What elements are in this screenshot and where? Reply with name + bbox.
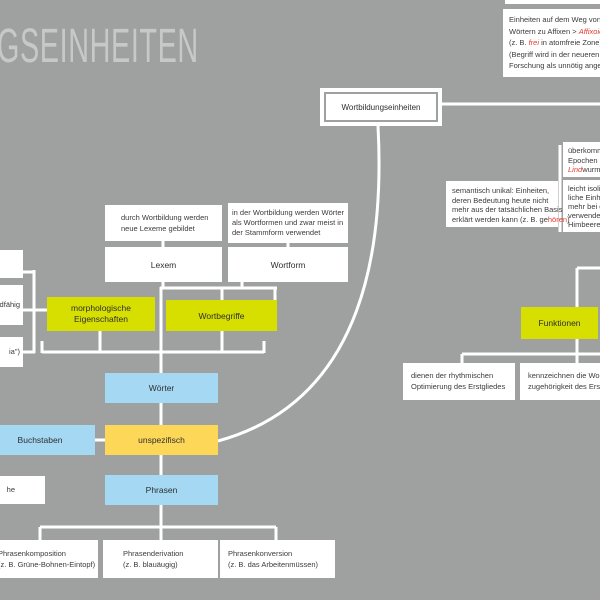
note-phrasenderivation[interactable]: Phrasenderivation (z. B. blauäugig) (103, 540, 218, 578)
node-wortbegriffe[interactable]: Wortbegriffe (166, 300, 277, 331)
note-line: mehr bei d (568, 202, 600, 211)
note-left-clipped-1 (0, 250, 23, 278)
node-wortbegriffe-label: Wortbegriffe (198, 310, 245, 321)
note-left-clipped-3: ia") (0, 337, 23, 367)
node-unspezifisch-label: unspezifisch (138, 435, 185, 445)
note-line: leicht isolie (568, 184, 600, 193)
note-line: mehr aus der tatsächlichen Basis (452, 205, 563, 214)
note-line: (z. B. blauäugig) (123, 560, 178, 569)
note-line: als Wortformen und zwar meist in (232, 218, 344, 227)
note-line: zugehörigkeit des Erstgli (528, 381, 600, 391)
note-line: der Stammform verwendet (232, 228, 321, 237)
note-semantisch-unikal[interactable]: semantisch unikal: Einheiten, deren Bede… (446, 181, 570, 227)
node-lexem[interactable]: Lexem (105, 247, 222, 282)
note-top-sliver (505, 0, 600, 4)
note-line: überkomm (568, 146, 600, 155)
note-line: durch Wortbildung werden (121, 213, 209, 222)
note-line: Phrasenkonversion (228, 549, 293, 558)
note-line: Phrasenkomposition (0, 549, 66, 558)
node-funktionen[interactable]: Funktionen (521, 307, 598, 339)
note-line: Einheiten auf dem Weg von (509, 15, 600, 24)
note-line: Lindwurm( (568, 165, 600, 174)
node-woerter-label: Wörter (148, 383, 175, 393)
node-unspezifisch[interactable]: unspezifisch (105, 425, 218, 455)
note-line: (z. B. Grüne-Bohnen-Eintopf) (0, 560, 96, 569)
note-line: semantisch unikal: Einheiten, (452, 186, 550, 195)
note-ueberkommen[interactable]: überkomm Epochen (z Lindwurm( (563, 142, 600, 177)
node-wortbildungseinheiten[interactable]: Wortbildungseinheiten (320, 88, 442, 126)
node-funktionen-label: Funktionen (538, 318, 581, 328)
note-line: erklärt werden kann (z. B. gehören) (452, 214, 570, 224)
node-buchstaben-label: Buchstaben (17, 435, 63, 445)
note-line: neue Lexeme gebildet (121, 223, 195, 233)
note-fragment: ia") (9, 346, 20, 356)
note-line: deren Bedeutung heute nicht (452, 195, 549, 205)
node-phrasen-label: Phrasen (145, 485, 178, 495)
node-phrasen[interactable]: Phrasen (105, 475, 218, 505)
note-line: Forschung als unnötig angeseh (509, 61, 600, 70)
node-woerter[interactable]: Wörter (105, 373, 218, 403)
node-lexem-label: Lexem (150, 259, 177, 270)
note-line: Epochen (z (568, 155, 600, 165)
node-wortform[interactable]: Wortform (228, 247, 348, 282)
note-phrasenkomposition[interactable]: Phrasenkomposition (z. B. Grüne-Bohnen-E… (0, 540, 98, 578)
note-phrasenkonversion[interactable]: Phrasenkonversion (z. B. das Arbeitenmüs… (220, 540, 335, 578)
note-line: dienen der rhythmischen (411, 371, 494, 380)
note-dienen-rhythmisch[interactable]: dienen der rhythmischen Optimierung des … (403, 363, 515, 400)
node-buchstaben[interactable]: Buchstaben (0, 425, 95, 455)
note-line: in der Wortbildung werden Wörter (232, 208, 344, 217)
note-line: Optimierung des Erstgliedes (411, 381, 506, 391)
note-line: verwendet (568, 211, 600, 220)
note-line: (z. B. das Arbeitenmüssen) (228, 560, 319, 569)
note-line: (Begriff wird in der neueren (509, 49, 600, 59)
note-line: Himbeere) (568, 220, 600, 229)
note-line: kennzeichnen die Worta (528, 371, 600, 380)
note-durch-wortbildung[interactable]: durch Wortbildung werden neue Lexeme geb… (105, 205, 222, 241)
note-kennzeichnen-wortart[interactable]: kennzeichnen die Worta zugehörigkeit des… (520, 363, 600, 400)
node-wortform-label: Wortform (270, 259, 306, 270)
note-line: Phrasenderivation (123, 549, 184, 558)
note-line: (z. B. frei in atomfreie Zone) (509, 38, 600, 47)
note-line: Wörtern zu Affixen > Affixoide (509, 26, 600, 36)
note-fragment: edfähig (0, 299, 20, 309)
note-line: liche Einhe (568, 193, 600, 202)
note-left-clipped-2: edfähig (0, 285, 23, 325)
note-left-clipped-4: he (0, 476, 45, 504)
node-wortbildungseinheiten-label: Wortbildungseinheiten (324, 92, 438, 122)
page-title: GSEINHEITEN (0, 20, 199, 73)
note-fragment: he (6, 484, 15, 494)
note-leicht-isolierbar[interactable]: leicht isolie liche Einhe mehr bei d ver… (563, 180, 600, 232)
note-affixoide[interactable]: Einheiten auf dem Weg von Wörtern zu Aff… (503, 9, 600, 77)
note-in-der-wortbildung[interactable]: in der Wortbildung werden Wörter als Wor… (228, 203, 348, 243)
